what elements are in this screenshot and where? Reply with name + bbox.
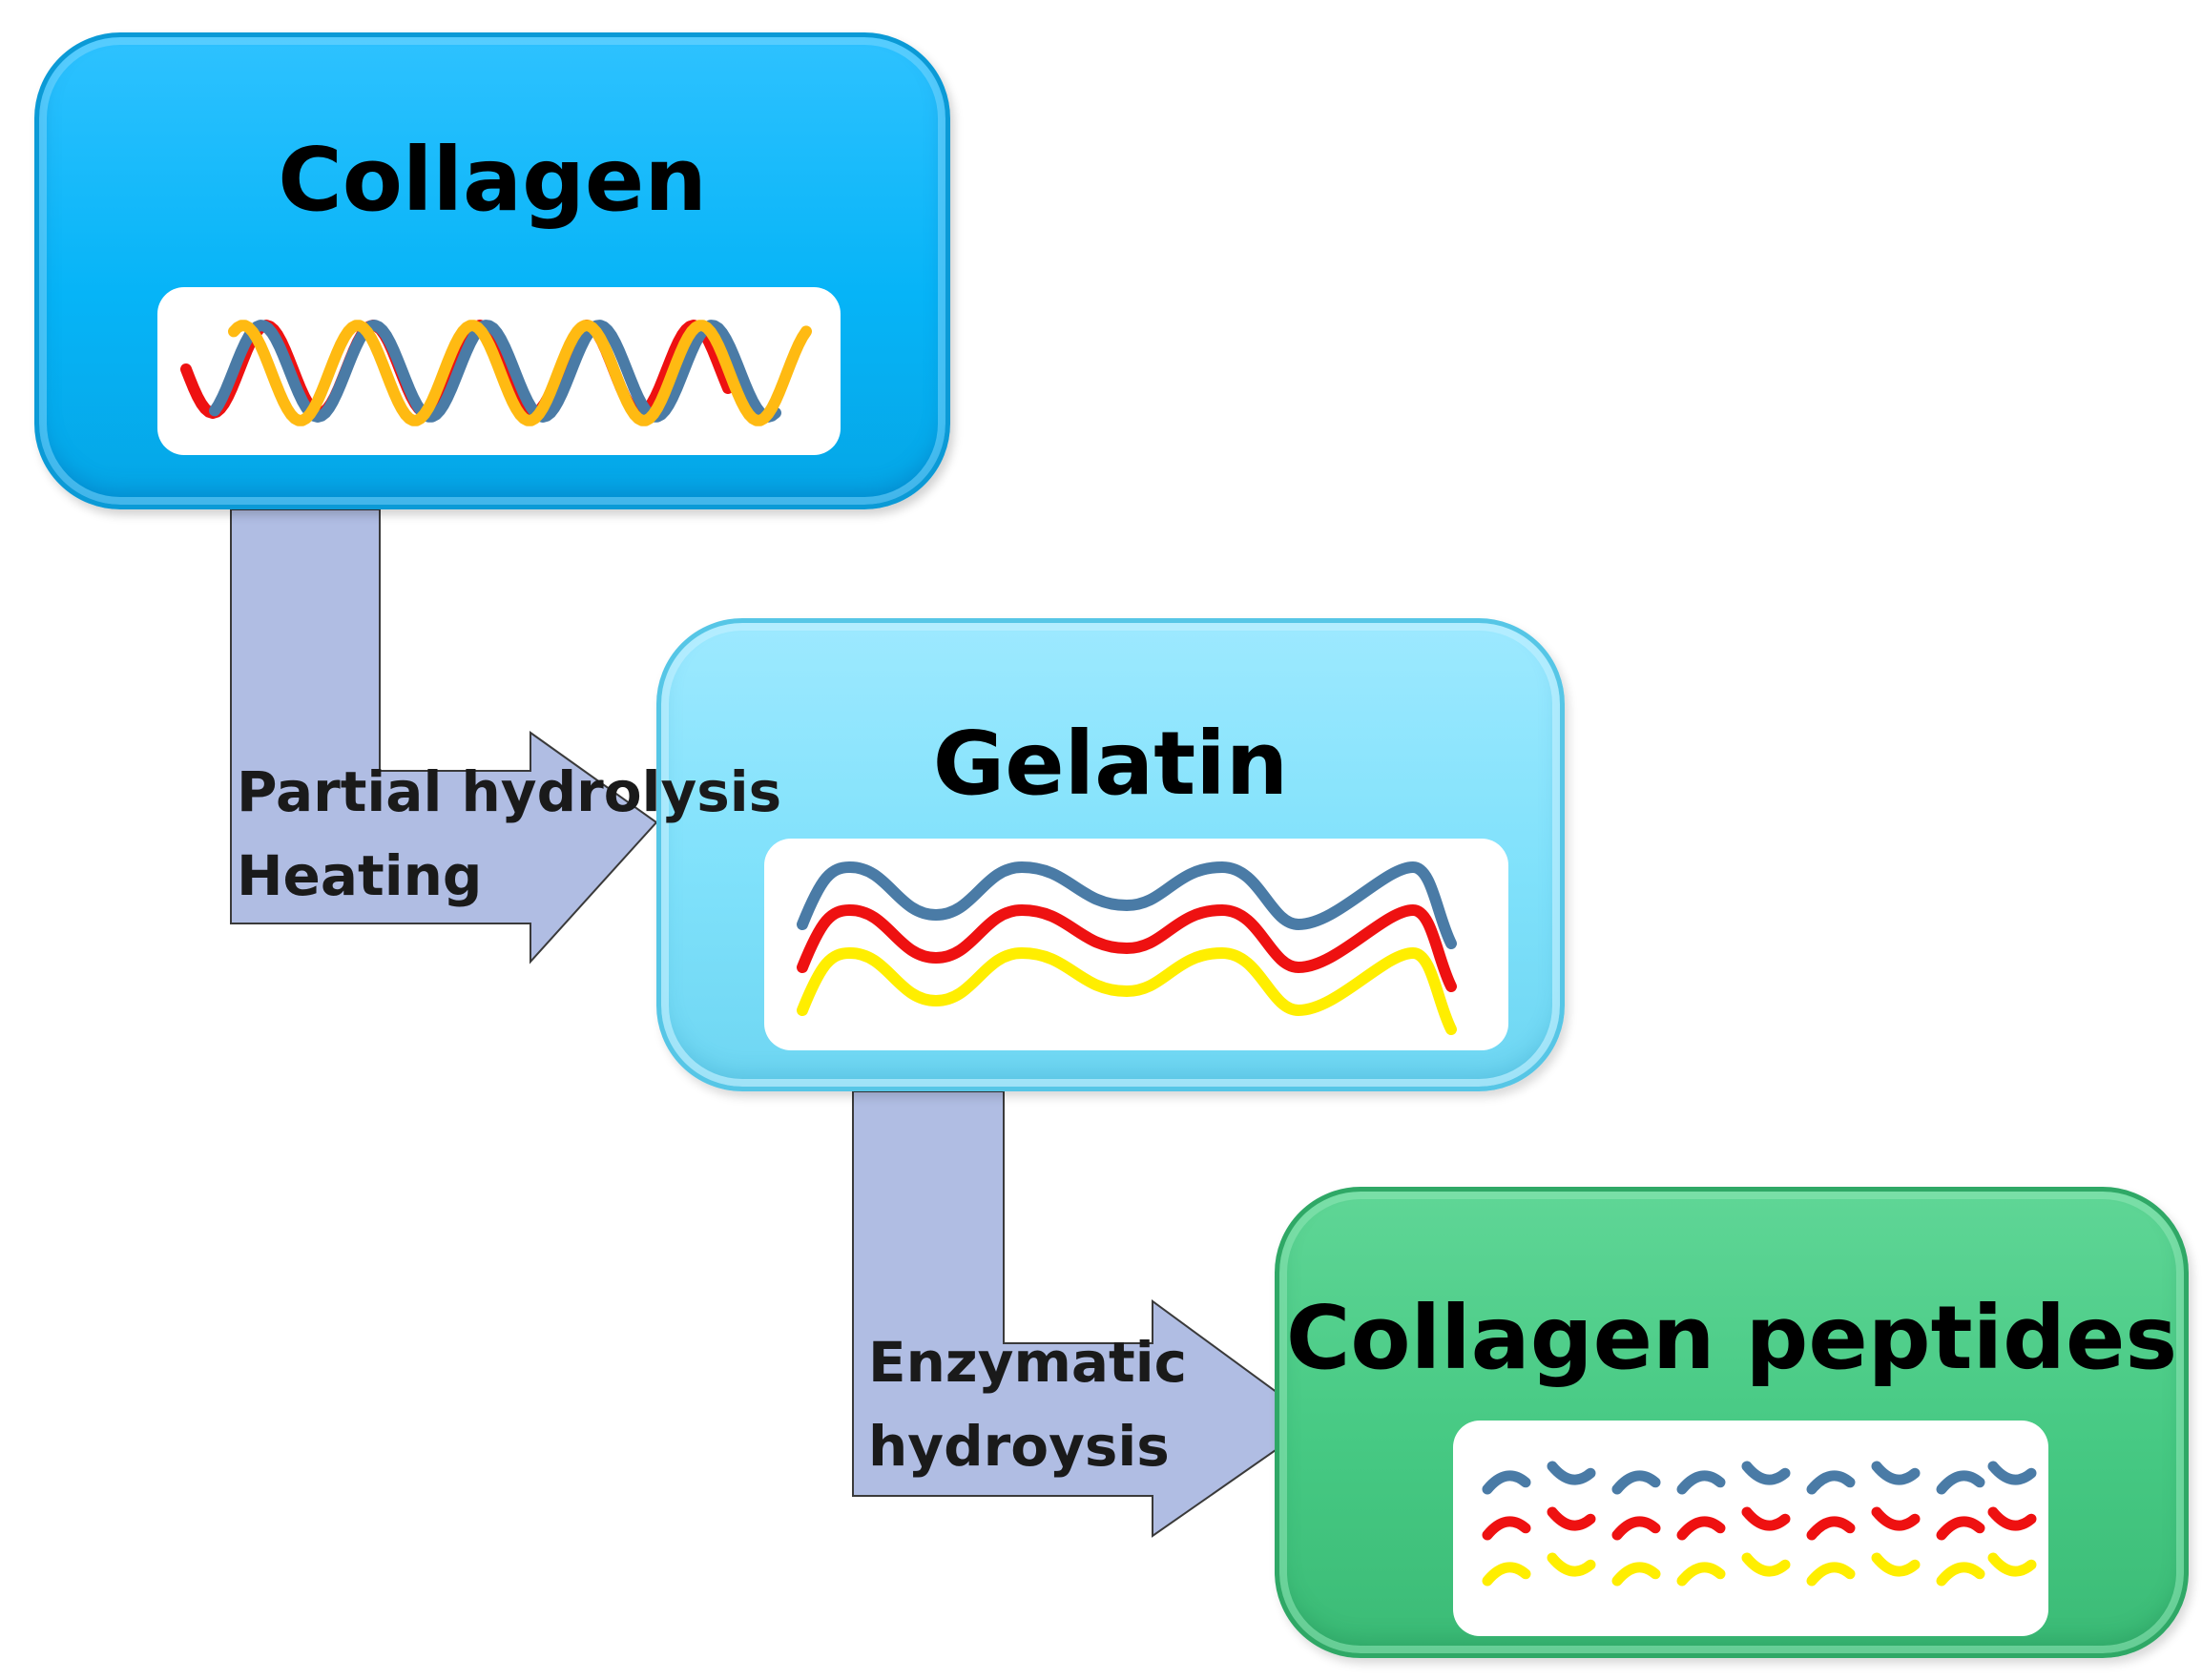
helix-strand-yellow bbox=[228, 320, 812, 426]
peptide-fragment-blue bbox=[1547, 1461, 1596, 1485]
peptide-fragment-yellow bbox=[1676, 1562, 1726, 1587]
peptide-fragment-blue bbox=[1482, 1470, 1531, 1495]
gelatin-strand-yellow bbox=[797, 947, 1457, 1035]
collagen-box: Collagen bbox=[34, 32, 950, 509]
peptide-fragment-red bbox=[1987, 1506, 2037, 1531]
gelatin-title: Gelatin bbox=[932, 713, 1289, 815]
collagen-helix-panel bbox=[157, 287, 841, 455]
peptide-fragment-blue bbox=[1676, 1470, 1726, 1495]
arrow2-line1: Enzymatic bbox=[868, 1330, 1188, 1395]
peptide-fragment-yellow bbox=[1741, 1552, 1791, 1577]
peptide-fragments-illustration bbox=[1482, 1461, 2037, 1587]
peptide-fragment-yellow bbox=[1936, 1562, 1985, 1587]
gelatin-box: Gelatin bbox=[656, 618, 1565, 1091]
peptide-fragment-yellow bbox=[1611, 1562, 1661, 1587]
arrow2-line2: hydroysis bbox=[868, 1414, 1170, 1479]
peptide-fragment-red bbox=[1806, 1516, 1856, 1541]
arrow-gelatin-to-peptides bbox=[852, 1090, 1319, 1538]
peptide-fragment-red bbox=[1611, 1516, 1661, 1541]
peptide-fragment-blue bbox=[1611, 1470, 1661, 1495]
peptide-fragment-blue bbox=[1806, 1470, 1856, 1495]
collagen-peptides-title: Collagen peptides bbox=[1285, 1287, 2178, 1389]
peptide-fragment-red bbox=[1871, 1506, 1921, 1531]
peptide-fragment-blue bbox=[1936, 1470, 1985, 1495]
peptide-fragment-red bbox=[1547, 1506, 1596, 1531]
peptide-fragment-blue bbox=[1741, 1461, 1791, 1485]
peptide-fragment-yellow bbox=[1987, 1552, 2037, 1577]
peptide-fragment-yellow bbox=[1806, 1562, 1856, 1587]
arrow1-line2: Heating bbox=[237, 843, 483, 908]
collagen-title: Collagen bbox=[278, 129, 707, 231]
triple-helix-illustration bbox=[180, 320, 812, 426]
peptide-fragment-red bbox=[1482, 1516, 1531, 1541]
peptide-fragment-yellow bbox=[1482, 1562, 1531, 1587]
peptide-fragment-red bbox=[1936, 1516, 1985, 1541]
peptide-fragment-blue bbox=[1987, 1461, 2037, 1485]
enzymatic-hydrolysis-label: Enzymatic hydroysis bbox=[868, 1320, 1187, 1488]
unwound-strands-illustration bbox=[797, 861, 1457, 1035]
peptide-fragment-red bbox=[1676, 1516, 1726, 1541]
collagen-peptides-box: Collagen peptides bbox=[1275, 1187, 2189, 1658]
peptides-fragments-panel bbox=[1453, 1421, 2048, 1636]
partial-hydrolysis-label: Partial hydrolysis Heating bbox=[237, 750, 781, 918]
peptide-fragment-blue bbox=[1871, 1461, 1921, 1485]
gelatin-strand-blue bbox=[797, 861, 1457, 949]
peptide-fragment-yellow bbox=[1871, 1552, 1921, 1577]
arrow1-line1: Partial hydrolysis bbox=[237, 759, 782, 824]
gelatin-strands-panel bbox=[764, 839, 1508, 1050]
gelatin-strand-red bbox=[797, 904, 1457, 992]
peptide-fragment-red bbox=[1741, 1506, 1791, 1531]
peptide-fragment-yellow bbox=[1547, 1552, 1596, 1577]
arrow-collagen-to-gelatin bbox=[230, 508, 658, 964]
